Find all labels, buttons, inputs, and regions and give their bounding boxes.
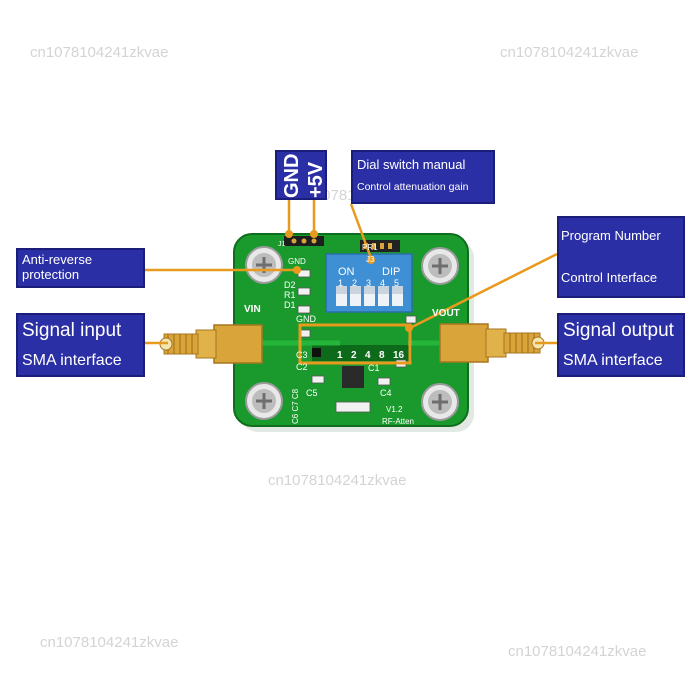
dial-switch-callout: Dial switch manual Control attenuation g… bbox=[351, 150, 495, 204]
silk-vout: VOUT bbox=[432, 308, 460, 319]
silk-d1: D1 bbox=[284, 300, 296, 310]
silk-c1: C1 bbox=[368, 363, 380, 373]
program-line2: Control Interface bbox=[561, 270, 658, 285]
power-pins-callout: GND +5V bbox=[275, 150, 327, 200]
watermark-top-right: cn1078104241zkvae bbox=[500, 44, 639, 61]
screw-top-right bbox=[421, 247, 459, 285]
silk-gnd: GND bbox=[288, 257, 306, 266]
bit-label-strip bbox=[312, 345, 412, 361]
bit-label-2: 2 bbox=[351, 350, 357, 361]
watermark-middle: cn1078104241zkvae bbox=[268, 472, 407, 489]
silk-rf-atten: RF-Atten bbox=[382, 417, 414, 426]
silk-c2: C2 bbox=[296, 362, 308, 372]
silk-c3: C3 bbox=[296, 350, 308, 360]
sma-input-connector bbox=[159, 324, 263, 364]
screw-top-left bbox=[245, 246, 283, 284]
bit-label-highlight bbox=[298, 323, 412, 365]
bit-label-4: 4 bbox=[365, 350, 371, 361]
program-interface-callout: Program Number Control Interface bbox=[557, 216, 685, 298]
signal-output-callout: Signal output SMA interface bbox=[557, 313, 685, 377]
leader-dots bbox=[285, 230, 413, 332]
gnd-label: GND bbox=[281, 153, 303, 198]
silk-switch-3: 3 bbox=[366, 278, 371, 288]
watermark-bottom-right: cn1078104241zkvae bbox=[508, 643, 647, 660]
silk-vin: VIN bbox=[244, 304, 261, 315]
dial-switch-line1: Dial switch manual bbox=[357, 157, 466, 172]
anti-reverse-callout: Anti-reverse protection bbox=[16, 248, 145, 288]
silk-v12: V1.2 bbox=[386, 405, 403, 414]
silk-c4: C4 bbox=[380, 388, 392, 398]
signal-input-line2: SMA interface bbox=[22, 352, 122, 369]
signal-output-line1: Signal output bbox=[563, 320, 674, 341]
anti-reverse-line1: Anti-reverse bbox=[22, 252, 93, 267]
silk-bottom-caps: C6 C7 C8 bbox=[291, 388, 300, 424]
plus5v-label: +5V bbox=[305, 161, 327, 198]
watermark-bottom-left: cn1078104241zkvae bbox=[40, 634, 179, 651]
sma-output-connector bbox=[439, 323, 545, 363]
screw-bottom-left bbox=[245, 382, 283, 420]
signal-output-line2: SMA interface bbox=[563, 352, 663, 369]
silk-d2: D2 bbox=[284, 280, 296, 290]
signal-input-line1: Signal input bbox=[22, 320, 122, 341]
attenuator-chip bbox=[342, 366, 364, 388]
silk-on: ON bbox=[338, 266, 355, 278]
silk-dip: DIP bbox=[382, 266, 400, 278]
silk-switch-4: 4 bbox=[380, 278, 385, 288]
silk-c5: C5 bbox=[306, 388, 318, 398]
silk-j1: J1 bbox=[278, 241, 286, 248]
bit-label-8: 8 bbox=[379, 350, 385, 361]
watermark-top-left: cn1078104241zkvae bbox=[30, 44, 169, 61]
silk-switch-2: 2 bbox=[352, 278, 357, 288]
silk-r1: R1 bbox=[284, 290, 296, 300]
silk-j3: J3 bbox=[366, 255, 375, 264]
silk-switch-5: 5 bbox=[394, 278, 399, 288]
dial-switch-line2: Control attenuation gain bbox=[357, 181, 469, 193]
program-line1: Program Number bbox=[561, 228, 661, 243]
anti-reverse-line2: protection bbox=[22, 267, 80, 282]
silk-switch-1: 1 bbox=[338, 278, 343, 288]
bit-label-1: 1 bbox=[337, 350, 343, 361]
silk-pr1: PR1 bbox=[362, 243, 378, 252]
screw-bottom-right bbox=[421, 383, 459, 421]
signal-input-callout: Signal input SMA interface bbox=[16, 313, 145, 377]
silk-gnd-2: GND bbox=[296, 314, 317, 324]
bit-label-16: 16 bbox=[393, 350, 405, 361]
leader-lines bbox=[145, 197, 558, 345]
